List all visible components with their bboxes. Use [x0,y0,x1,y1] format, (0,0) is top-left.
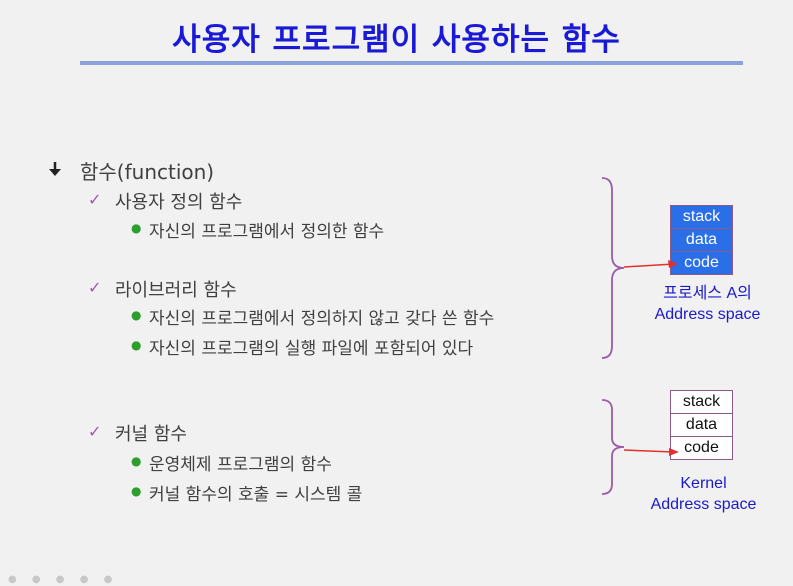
bullet-function: 함수(function) [80,160,215,184]
bullet-dot-icon: ● [131,484,142,498]
stack-segment: stack [670,390,733,414]
bullet-dot-icon: ● [131,308,142,322]
title-underline [80,61,743,65]
check-icon: ✓ [88,190,102,209]
bullet-dot-icon: ● [131,338,142,352]
bullet-dot-icon: ● [131,221,142,235]
caption-line: Kernel [680,475,727,492]
kernel-address-space: stack data code [670,390,733,460]
right-brace-top [601,177,625,359]
data-segment: data [670,228,733,252]
check-icon: ✓ [88,278,102,297]
list-item: 자신의 프로그램의 실행 파일에 포함되어 있다 [149,339,474,359]
list-item: 커널 함수의 호출 = 시스템 콜 [149,485,363,505]
stack-segment: stack [670,205,733,229]
section-library: 라이브러리 함수 [115,280,237,301]
check-icon: ✓ [88,422,102,441]
pointer-arrow-icon [624,448,679,456]
data-segment: data [670,413,733,437]
section-user-defined: 사용자 정의 함수 [115,192,243,213]
list-item: 운영체제 프로그램의 함수 [149,455,332,475]
bullet-dot-icon: ● [131,454,142,468]
caption-line: Address space [654,306,761,323]
caption-line: 프로세스 A의 [663,285,752,302]
process-space-caption: 프로세스 A의 Address space [640,283,775,325]
arrow-bullet-icon [49,162,61,176]
section-kernel: 커널 함수 [115,424,187,445]
caption-line: Address space [650,496,757,513]
slide-title: 사용자 프로그램이 사용하는 함수 [172,22,621,58]
footer-decoration: ● ● ● ● ● [8,574,119,585]
list-item: 자신의 프로그램에서 정의한 함수 [149,222,385,242]
list-item: 자신의 프로그램에서 정의하지 않고 갖다 쓴 함수 [149,309,495,329]
kernel-space-caption: Kernel Address space [636,473,771,515]
right-brace-bottom [601,399,625,495]
code-segment: code [670,436,733,460]
pointer-arrow-icon [624,260,678,268]
code-segment: code [670,251,733,275]
process-address-space: stack data code [670,205,733,275]
